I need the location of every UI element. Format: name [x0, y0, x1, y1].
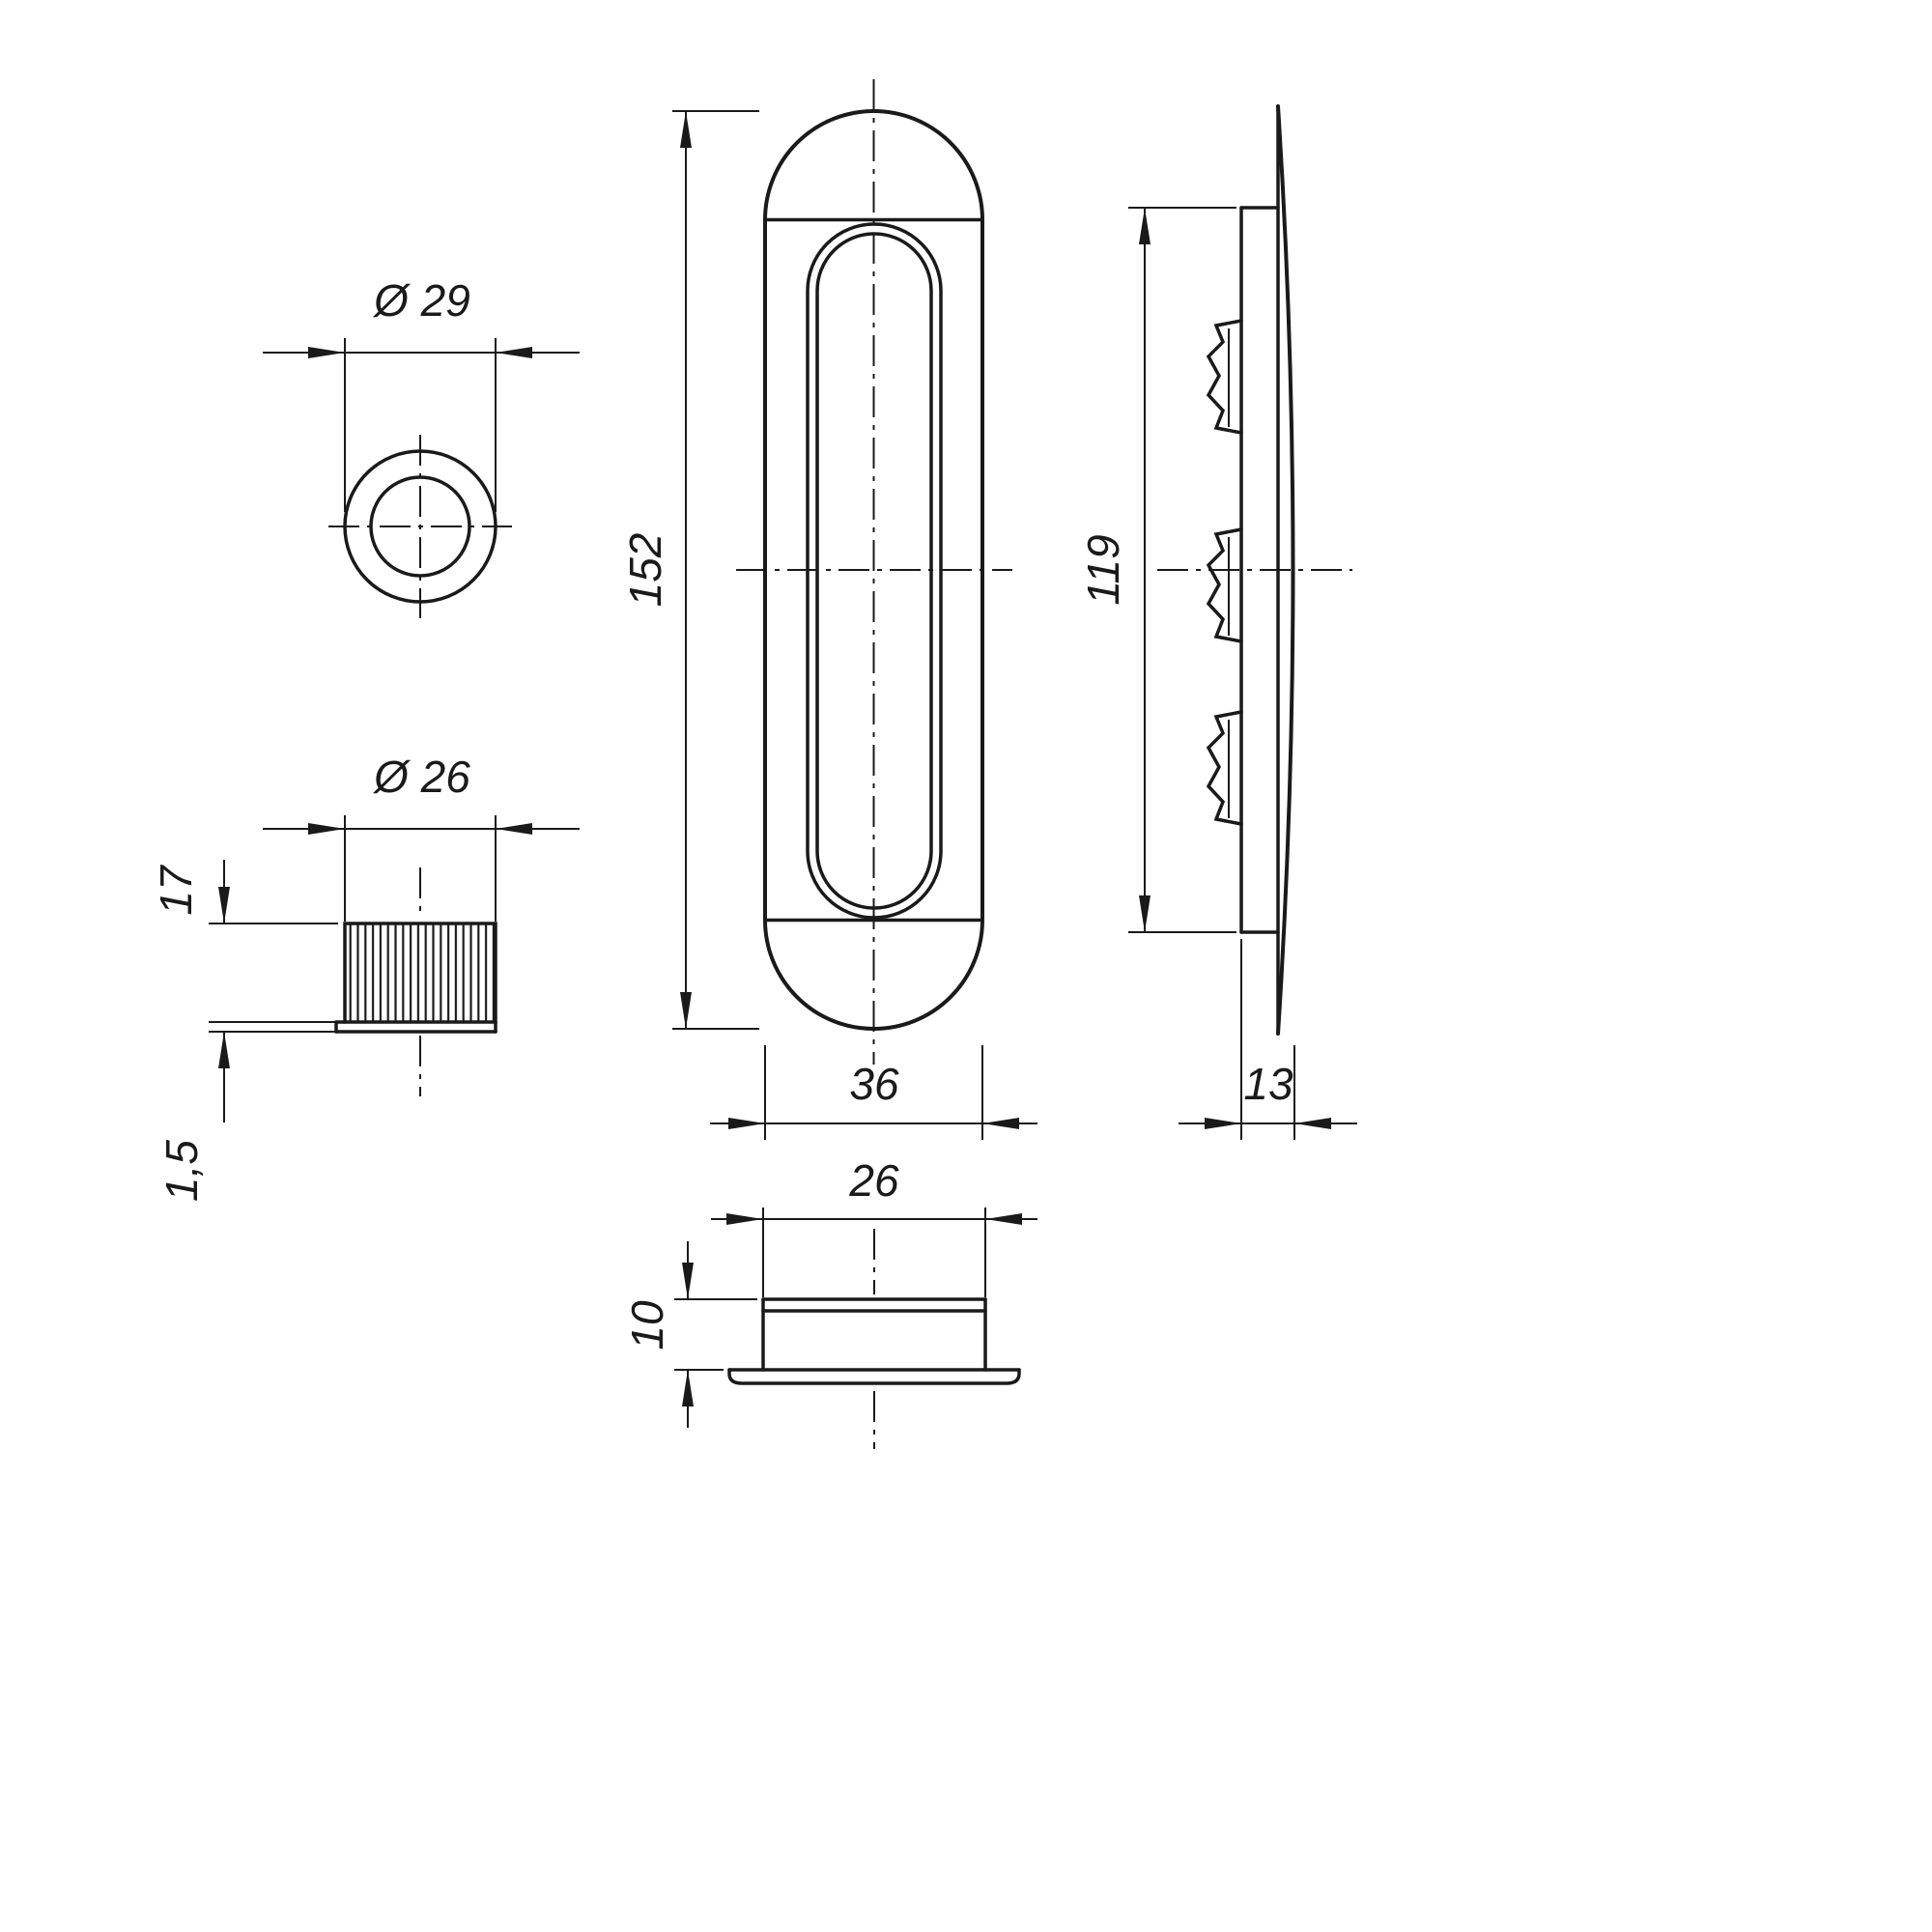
- dim-diameter-26: Ø 26: [263, 752, 580, 922]
- dim-depth-13: 13: [1179, 939, 1357, 1140]
- plug-front-view: Ø 29: [263, 275, 580, 618]
- clip-outline: [1206, 319, 1243, 435]
- knurled-body: [343, 922, 497, 1024]
- clip-outline: [1206, 710, 1243, 826]
- dim-label-diameter-26: Ø 26: [372, 752, 470, 802]
- dim-diameter-29: Ø 29: [263, 275, 580, 512]
- dim-label-1-5: 1,5: [156, 1140, 207, 1202]
- dim-label-13: 13: [1243, 1059, 1293, 1109]
- dim-width-36: 36: [710, 1045, 1037, 1140]
- dim-label-17: 17: [151, 865, 201, 916]
- dim-label-diameter-29: Ø 29: [372, 275, 470, 326]
- dim-label-36: 36: [849, 1059, 899, 1109]
- plug-section-view: 26 10: [622, 1155, 1037, 1449]
- mounting-clip: [1206, 527, 1243, 643]
- mounting-clip: [1206, 319, 1243, 435]
- dim-label-10: 10: [622, 1300, 672, 1350]
- mounting-clip: [1206, 710, 1243, 826]
- dim-length-152: 152: [620, 110, 759, 1030]
- dim-width-26: 26: [711, 1155, 1037, 1297]
- handle-front-view: 152 36: [620, 79, 1037, 1140]
- dim-height-10: 10: [622, 1241, 757, 1428]
- flange-outline: [727, 1368, 1021, 1385]
- dim-height-17: 17: [151, 860, 338, 924]
- dim-label-119: 119: [1078, 534, 1128, 605]
- handle-side-view: 119 13: [1078, 104, 1357, 1140]
- dim-length-119: 119: [1078, 207, 1236, 933]
- dim-flange-1-5: 1,5: [156, 1021, 336, 1202]
- dim-label-26: 26: [848, 1155, 899, 1206]
- faceplate-curve: [1276, 104, 1295, 1036]
- dim-label-152: 152: [620, 533, 670, 608]
- plug-side-view: Ø 26 17 1,5: [151, 752, 580, 1202]
- clip-outline: [1206, 527, 1243, 643]
